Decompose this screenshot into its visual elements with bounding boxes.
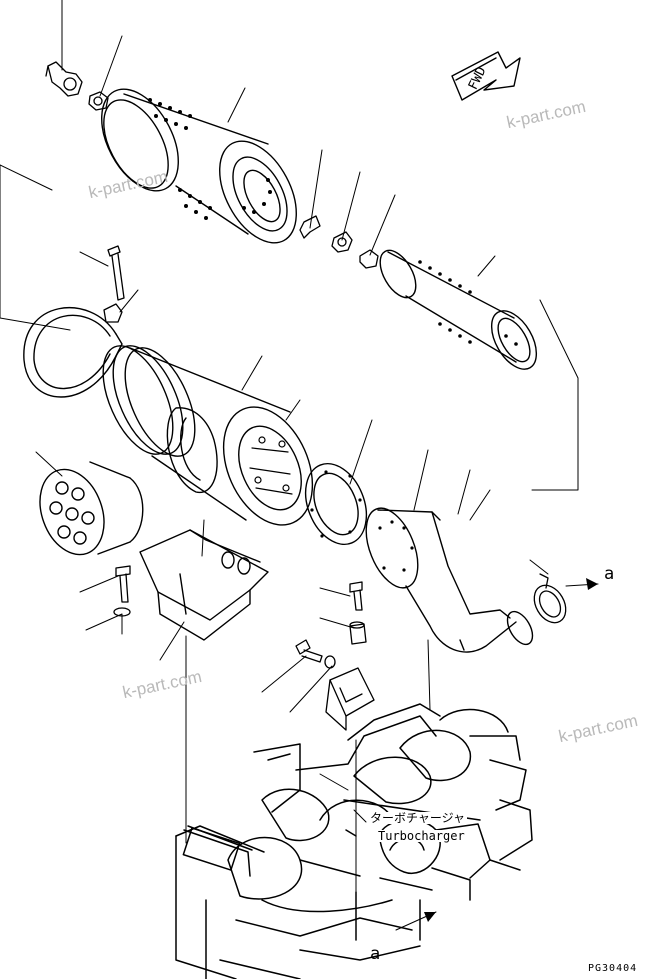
connection-mark-lower: a — [370, 944, 381, 964]
hose-clamp-ring — [533, 573, 567, 624]
fwd-direction-arrow — [451, 51, 521, 101]
inner-filter-element — [379, 249, 538, 370]
support-bracket — [325, 667, 375, 731]
band-nut — [103, 303, 123, 323]
bolt-center — [349, 581, 363, 611]
air-cleaner-body — [102, 345, 314, 526]
bolt-lower — [295, 639, 336, 669]
clip — [299, 215, 321, 239]
spacer — [349, 621, 367, 645]
turbocharger-label-en: Turbocharger — [376, 829, 467, 843]
drawing-code: PG30404 — [588, 963, 638, 974]
mounting-bracket — [139, 529, 269, 641]
gasket — [304, 462, 368, 546]
clamp-fitting — [45, 61, 83, 97]
connection-mark-upper: a — [604, 564, 615, 584]
bolt-bracket — [113, 565, 131, 617]
turbocharger-label-jp: ターボチャージャ — [368, 811, 468, 825]
engine-block — [175, 703, 533, 979]
outer-filter-element — [101, 88, 297, 244]
end-cap — [39, 461, 144, 556]
connection-arrows — [424, 578, 598, 922]
leader-lines — [0, 0, 599, 931]
nut-small-1 — [88, 91, 109, 111]
bolt-band — [107, 245, 125, 301]
nut-small-2 — [359, 249, 379, 269]
wing-nut — [331, 231, 353, 253]
intake-pipe — [365, 507, 534, 653]
